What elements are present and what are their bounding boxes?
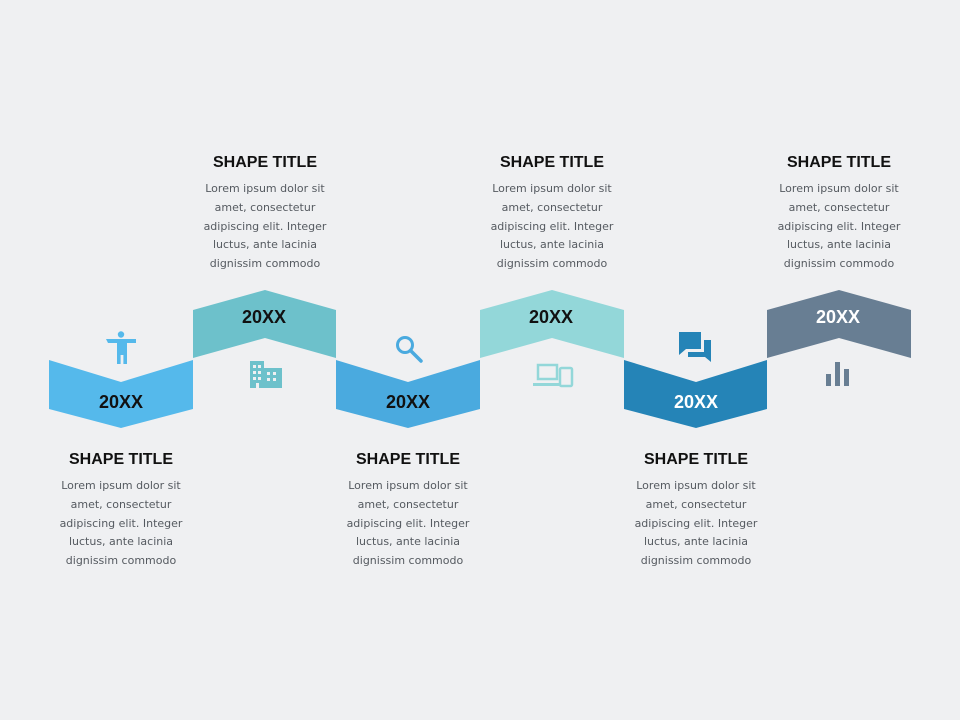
step-1-chevron xyxy=(49,360,193,428)
step-6-text-block: SHAPE TITLE Lorem ipsum dolor sit amet, … xyxy=(764,153,914,274)
step-1-title: SHAPE TITLE xyxy=(68,451,173,468)
timeline-step-5: 20XX xyxy=(624,332,767,428)
timeline-step-1: 20XX xyxy=(49,331,193,428)
step-2-chevron xyxy=(193,290,336,358)
step-1-year: 20XX xyxy=(99,392,143,412)
step-6-chevron xyxy=(767,290,911,358)
step-3-year: 20XX xyxy=(386,392,430,412)
timeline-step-4: 20XX xyxy=(480,290,624,388)
step-4-title: SHAPE TITLE xyxy=(499,154,604,171)
step-2-year: 20XX xyxy=(242,307,286,327)
step-2-text-block: SHAPE TITLE Lorem ipsum dolor sit amet, … xyxy=(190,153,340,274)
timeline-step-2: 20XX xyxy=(193,290,336,388)
step-3-chevron xyxy=(336,360,480,428)
step-4-description: Lorem ipsum dolor sit amet, consectetur … xyxy=(490,182,614,271)
step-2-title: SHAPE TITLE xyxy=(212,154,317,171)
bar-chart-icon xyxy=(826,362,849,386)
timeline-step-6: 20XX xyxy=(767,290,911,386)
step-6-year: 20XX xyxy=(816,307,860,327)
step-3-description: Lorem ipsum dolor sit amet, consectetur … xyxy=(346,479,470,568)
timeline-step-3: 20XX xyxy=(336,336,480,428)
step-1-text-block: SHAPE TITLE Lorem ipsum dolor sit amet, … xyxy=(46,450,196,571)
step-5-text-block: SHAPE TITLE Lorem ipsum dolor sit amet, … xyxy=(621,450,771,571)
step-3-text-block: SHAPE TITLE Lorem ipsum dolor sit amet, … xyxy=(333,450,483,571)
building-icon xyxy=(250,361,282,388)
step-4-chevron xyxy=(480,290,624,358)
chat-icon xyxy=(679,332,711,362)
step-5-chevron xyxy=(624,360,767,428)
step-2-description: Lorem ipsum dolor sit amet, consectetur … xyxy=(203,182,327,271)
step-5-description: Lorem ipsum dolor sit amet, consectetur … xyxy=(634,479,758,568)
step-6-title: SHAPE TITLE xyxy=(786,154,891,171)
step-6-description: Lorem ipsum dolor sit amet, consectetur … xyxy=(777,182,901,271)
devices-icon xyxy=(533,363,574,388)
step-5-title: SHAPE TITLE xyxy=(643,451,748,468)
step-4-year: 20XX xyxy=(529,307,573,327)
person-icon xyxy=(106,331,136,364)
step-5-year: 20XX xyxy=(674,392,718,412)
step-1-description: Lorem ipsum dolor sit amet, consectetur … xyxy=(59,479,183,568)
step-3-title: SHAPE TITLE xyxy=(355,451,460,468)
search-icon xyxy=(396,336,423,363)
step-4-text-block: SHAPE TITLE Lorem ipsum dolor sit amet, … xyxy=(477,153,627,274)
